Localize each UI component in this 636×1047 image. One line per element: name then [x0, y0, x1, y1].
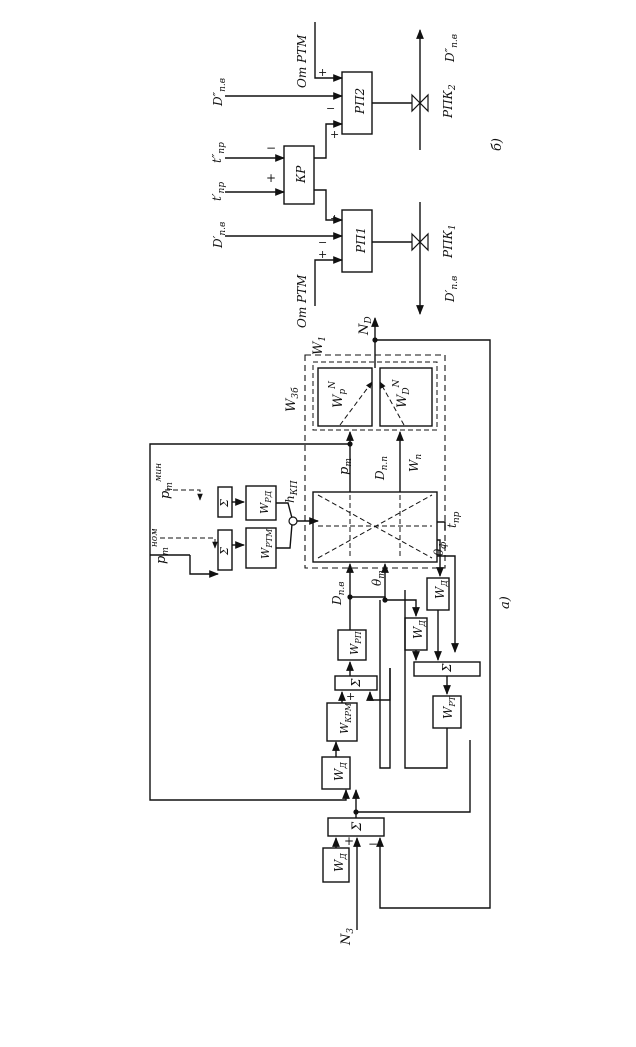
sum-main-label: Σ [350, 821, 365, 832]
ot-ptm-2-label: От РТМ [295, 34, 309, 88]
minus-kp: − [266, 141, 276, 155]
sum-low-label: Σ [440, 663, 454, 673]
pt-label: pт [337, 458, 354, 475]
n3-label: N3 [339, 928, 356, 946]
d2-in-label: D″п.в [211, 78, 228, 107]
sum-ptm-label: Σ [218, 547, 231, 556]
dpv-label: Dп.в [330, 581, 347, 606]
plus-mid: + [346, 690, 355, 703]
t2-pr-label: t″пр [210, 142, 227, 163]
selector-node [289, 517, 297, 525]
rpk2-label: РПК2 [441, 84, 458, 119]
panel-b-label: б) [490, 138, 505, 151]
p-nom-label: pтном [150, 528, 171, 564]
minus-rp1: − [318, 236, 327, 249]
panel-a: WрN WDN ND W1 W3б pт Dп.п Wп Dп.в θт [150, 316, 513, 946]
p-min-label: pтмин [154, 463, 175, 499]
nd-label: ND [357, 316, 374, 336]
minus-main: − [368, 837, 378, 851]
d2-out-label: D″п.в [443, 34, 460, 63]
rp1-label: РП1 [354, 227, 368, 254]
w1-label: W1 [311, 336, 328, 355]
plus-rp2-b: + [330, 128, 339, 141]
plus-rp1-a: + [318, 248, 327, 261]
rpk1-label: РПК1 [441, 224, 458, 259]
dpp-label: Dп.п [373, 456, 390, 481]
plus-rp1-b: + [330, 212, 339, 225]
minus-rp2: − [326, 102, 335, 115]
tpr-label: tпр [445, 511, 462, 528]
hkp-label: hКП [283, 480, 300, 503]
panel-b: РП1 КР РП2 От РТМ + От РТМ + D′п.в − + t… [210, 22, 505, 328]
d1-in-label: D′п.в [211, 222, 228, 249]
ot-ptm-1-label: От РТМ [295, 274, 309, 328]
d1-out-label: D′п.в [443, 276, 460, 303]
sum-mid-label: Σ [349, 678, 363, 688]
panel-a-label: а) [498, 596, 513, 609]
w3b-label: W3б [284, 387, 301, 412]
t1-pr-label: t′пр [210, 182, 227, 201]
plus-kp: + [266, 171, 276, 185]
plus-rp2-a: + [318, 66, 327, 79]
rp2-label: РП2 [353, 88, 367, 115]
wn-label: Wп [407, 454, 424, 472]
sum-rd-label: Σ [218, 499, 231, 508]
kp-label: КР [294, 165, 308, 184]
